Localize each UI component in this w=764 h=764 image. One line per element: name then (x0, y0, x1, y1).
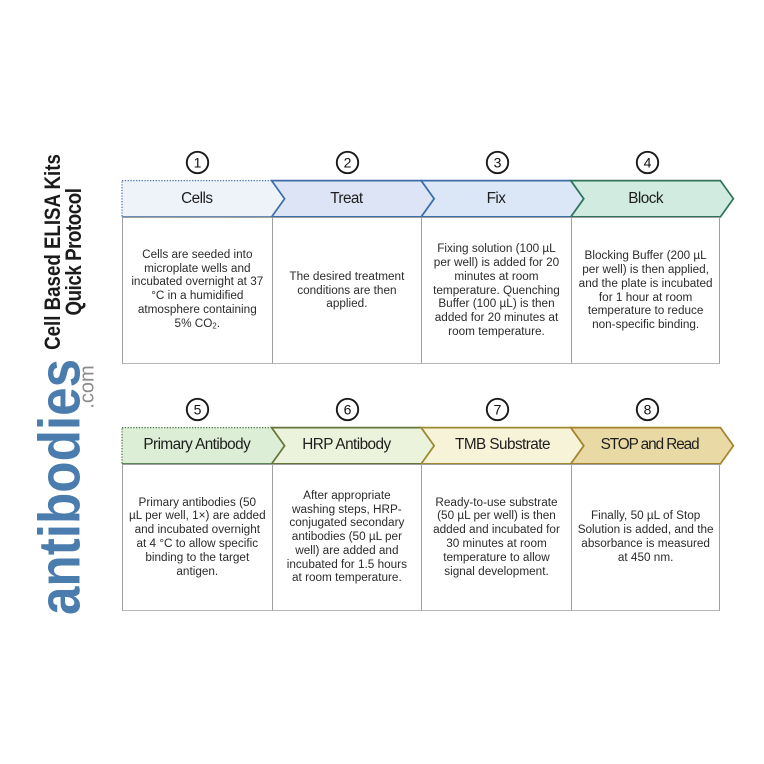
svg-text:4: 4 (644, 155, 652, 171)
svg-text:3: 3 (494, 155, 502, 171)
svg-text:7: 7 (494, 401, 502, 417)
svg-text:2: 2 (344, 155, 352, 171)
svg-text:8: 8 (644, 401, 652, 417)
svg-text:5: 5 (194, 401, 202, 417)
svg-text:1: 1 (194, 155, 202, 171)
svg-text:6: 6 (344, 401, 352, 417)
